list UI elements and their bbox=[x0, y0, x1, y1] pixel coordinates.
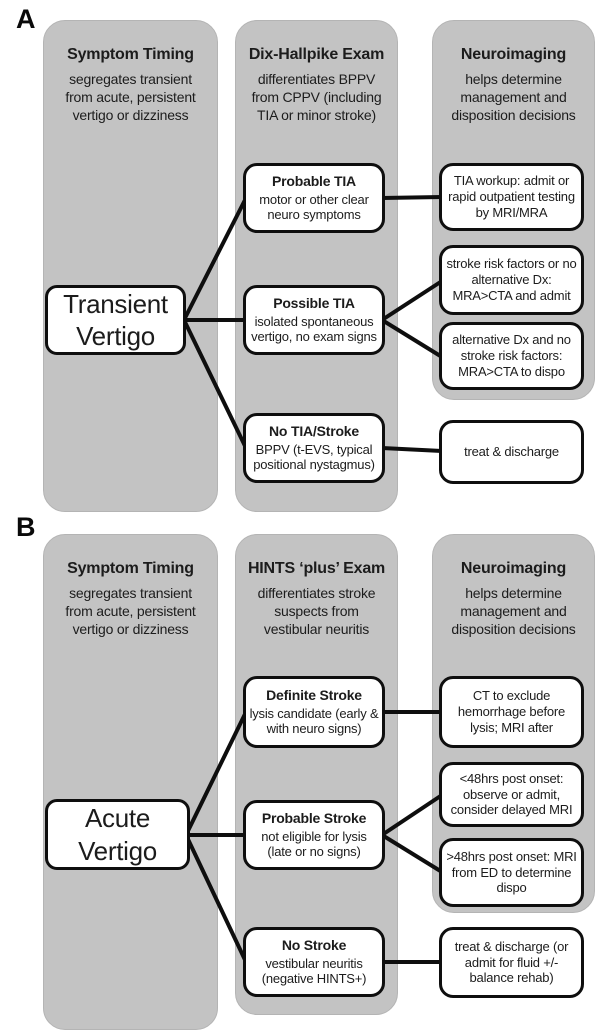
outcome-box-tia-workup: TIA workup: admit or rapid outpatient te… bbox=[439, 163, 584, 231]
outcome-text: CT to exclude hemorrhage before lysis; M… bbox=[457, 688, 566, 735]
column-title: Symptom Timing bbox=[67, 560, 194, 577]
column-description: differentiates BPPV from CPPV (including… bbox=[251, 71, 382, 124]
outcome-text: TIA workup: admit or rapid outpatient te… bbox=[448, 173, 575, 220]
branch-description: vestibular neuritis (negative HINTS+) bbox=[261, 956, 367, 987]
outcome-box-stroke-risk-factors: stroke risk factors or no alternative Dx… bbox=[439, 245, 584, 315]
outcome-box-under-48hrs: <48hrs post onset: observe or admit, con… bbox=[439, 762, 584, 827]
column-description: segregates transient from acute, persist… bbox=[65, 585, 196, 638]
branch-box-probable-tia: Probable TIA motor or other clear neuro … bbox=[243, 163, 385, 233]
root-box-acute-vertigo: Acute Vertigo bbox=[45, 799, 190, 870]
outcome-box-treat-discharge: treat & discharge bbox=[439, 420, 584, 484]
outcome-text: treat & discharge (or admit for fluid +/… bbox=[454, 938, 569, 986]
column-title: HINTS ‘plus’ Exam bbox=[247, 560, 386, 577]
outcome-text: <48hrs post onset: observe or admit, con… bbox=[450, 770, 573, 818]
branch-description: motor or other clear neuro symptoms bbox=[259, 192, 369, 223]
branch-box-probable-stroke: Probable Stroke not eligible for lysis (… bbox=[243, 800, 385, 870]
column-description: segregates transient from acute, persist… bbox=[65, 71, 196, 124]
outcome-box-over-48hrs: >48hrs post onset: MRI from ED to determ… bbox=[439, 838, 584, 907]
branch-description: BPPV (t-EVS, typical positional nystagmu… bbox=[253, 442, 375, 473]
branch-title: Definite Stroke bbox=[266, 687, 362, 704]
branch-title: Probable TIA bbox=[272, 173, 356, 190]
branch-description: isolated spontaneous vertigo, no exam si… bbox=[251, 314, 377, 345]
branch-title: Probable Stroke bbox=[261, 810, 367, 827]
outcome-text: treat & discharge bbox=[464, 444, 559, 460]
branch-title: No TIA/Stroke bbox=[269, 423, 359, 440]
root-box-transient-vertigo: Transient Vertigo bbox=[45, 285, 186, 355]
outcome-box-treat-discharge-admit: treat & discharge (or admit for fluid +/… bbox=[439, 927, 584, 998]
branch-title: No Stroke bbox=[281, 937, 347, 954]
column-description: helps determine management and dispositi… bbox=[451, 71, 576, 124]
outcome-text: stroke risk factors or no alternative Dx… bbox=[446, 256, 577, 303]
column-title: Symptom Timing bbox=[67, 46, 194, 63]
outcome-box-alternative-dx: alternative Dx and no stroke risk factor… bbox=[439, 322, 584, 390]
panel-a-column-symptom-timing: Symptom Timing segregates transient from… bbox=[43, 20, 218, 512]
column-title: Neuroimaging bbox=[460, 46, 567, 63]
root-label: Transient Vertigo bbox=[63, 288, 168, 352]
column-description: helps determine management and dispositi… bbox=[451, 585, 576, 638]
column-title: Neuroimaging bbox=[460, 560, 567, 577]
outcome-text: >48hrs post onset: MRI from ED to determ… bbox=[446, 848, 577, 896]
panel-b-label: B bbox=[16, 512, 36, 542]
branch-description: not eligible for lysis (late or no signs… bbox=[261, 829, 367, 860]
column-description: differentiates stroke suspects from vest… bbox=[257, 585, 376, 638]
branch-box-definite-stroke: Definite Stroke lysis candidate (early &… bbox=[243, 676, 385, 748]
branch-box-no-stroke: No Stroke vestibular neuritis (negative … bbox=[243, 927, 385, 997]
branch-title: Possible TIA bbox=[273, 295, 355, 312]
root-label: Acute Vertigo bbox=[78, 803, 157, 866]
outcome-box-ct-exclude-hemorrhage: CT to exclude hemorrhage before lysis; M… bbox=[439, 676, 584, 748]
branch-box-possible-tia: Possible TIA isolated spontaneous vertig… bbox=[243, 285, 385, 355]
column-title: Dix-Hallpike Exam bbox=[248, 46, 385, 63]
panel-a-label: A bbox=[16, 4, 36, 34]
panel-b-column-symptom-timing: Symptom Timing segregates transient from… bbox=[43, 534, 218, 1030]
branch-box-no-tia-stroke: No TIA/Stroke BPPV (t-EVS, typical posit… bbox=[243, 413, 385, 483]
branch-description: lysis candidate (early & with neuro sign… bbox=[249, 706, 379, 737]
outcome-text: alternative Dx and no stroke risk factor… bbox=[452, 332, 571, 379]
